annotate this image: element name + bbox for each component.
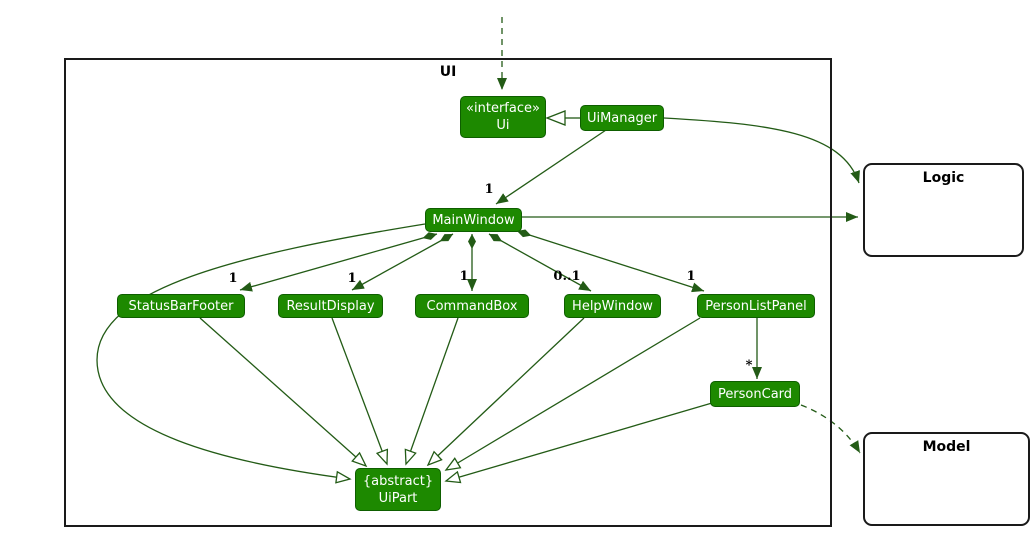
class-commandbox: CommandBox [415,294,529,318]
realization-triangle-icon [545,110,566,126]
edge-mainwindow-uipart [96,223,426,479]
edge-mainwindow-resultdisplay [351,233,454,291]
edge-personcard-model [800,404,861,454]
multiplicity-personlistpanel: 1 [686,269,696,284]
ui-interface-stereotype: «interface» [466,101,540,116]
class-uipart: {abstract} UiPart [355,468,441,511]
ui-package-label: UI [439,64,457,80]
multiplicity-uimanager-mainwindow: 1 [484,182,494,197]
commandbox-name: CommandBox [426,298,518,314]
model-component-label: Model [922,439,971,455]
class-resultdisplay: ResultDisplay [278,294,383,318]
edge-uimanager-logic [663,117,860,184]
mainwindow-name: MainWindow [432,212,515,228]
class-ui-interface: «interface» Ui [460,96,546,138]
edge-personlistpanel-uipart [446,317,701,470]
helpwindow-name: HelpWindow [572,298,653,314]
uipart-name: UiPart [378,490,418,506]
class-mainwindow: MainWindow [425,208,522,232]
resultdisplay-name: ResultDisplay [286,298,375,314]
personlistpanel-name: PersonListPanel [705,298,807,314]
edge-resultdisplay-uipart [331,317,387,464]
uipart-abstract-constraint: {abstract} [362,473,434,489]
uimanager-name: UiManager [586,110,658,126]
multiplicity-helpwindow: 0..1 [553,269,581,284]
multiplicity-personcard: * [745,358,753,373]
edge-helpwindow-uipart [428,317,585,465]
class-personlistpanel: PersonListPanel [697,294,815,318]
ui-interface-name: Ui [496,118,510,133]
logic-component-label: Logic [922,170,965,186]
edge-uimanager-mainwindow [495,129,607,205]
statusbarfooter-name: StatusBarFooter [128,298,234,314]
multiplicity-statusbarfooter: 1 [228,271,238,286]
multiplicity-commandbox: 1 [459,269,469,284]
class-helpwindow: HelpWindow [564,294,661,318]
edge-mainwindow-personlistpanel [516,229,705,293]
ui-package-frame: UI [64,58,832,527]
logic-component-box: Logic [863,163,1024,257]
edge-statusbarfooter-uipart [199,317,366,466]
edge-personcard-uipart [446,402,713,481]
class-uimanager: UiManager [580,105,664,131]
class-statusbarfooter: StatusBarFooter [117,294,245,318]
multiplicity-resultdisplay: 1 [347,271,357,286]
class-personcard: PersonCard [710,381,800,407]
personcard-name: PersonCard [717,386,793,402]
edge-commandbox-uipart [406,317,459,464]
model-component-box: Model [863,432,1030,526]
